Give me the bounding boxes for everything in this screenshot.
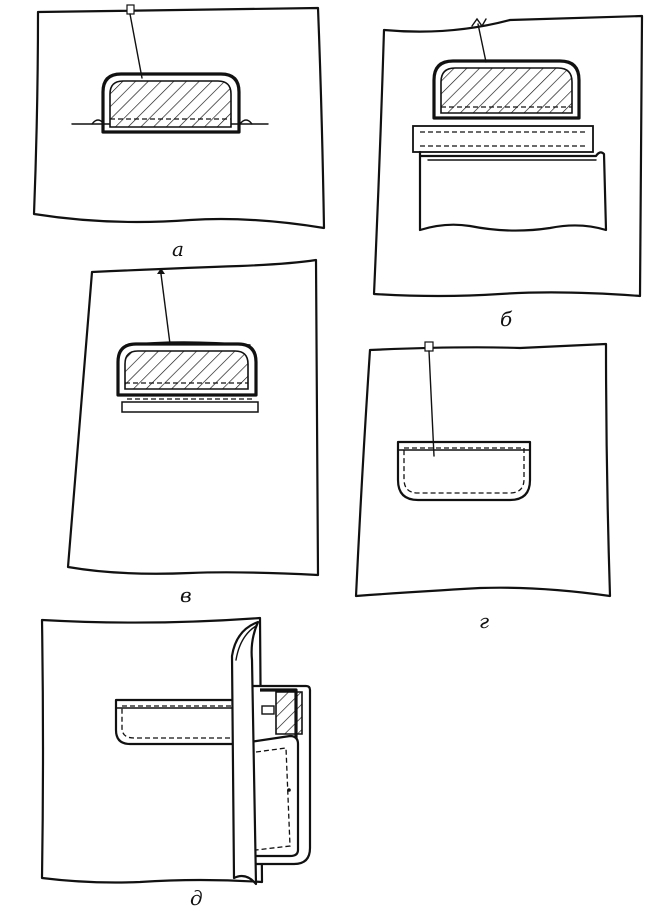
label-d: д	[190, 886, 203, 910]
label-g: г	[479, 609, 489, 633]
label-a: а	[172, 237, 184, 261]
label-b: б	[500, 307, 513, 331]
label-v: в	[180, 583, 192, 607]
panel-g: г	[354, 341, 612, 633]
panel-a: а	[32, 4, 326, 261]
panel-b: б	[372, 14, 644, 331]
panel-v: в	[66, 258, 320, 607]
panel-d: д	[40, 616, 312, 910]
